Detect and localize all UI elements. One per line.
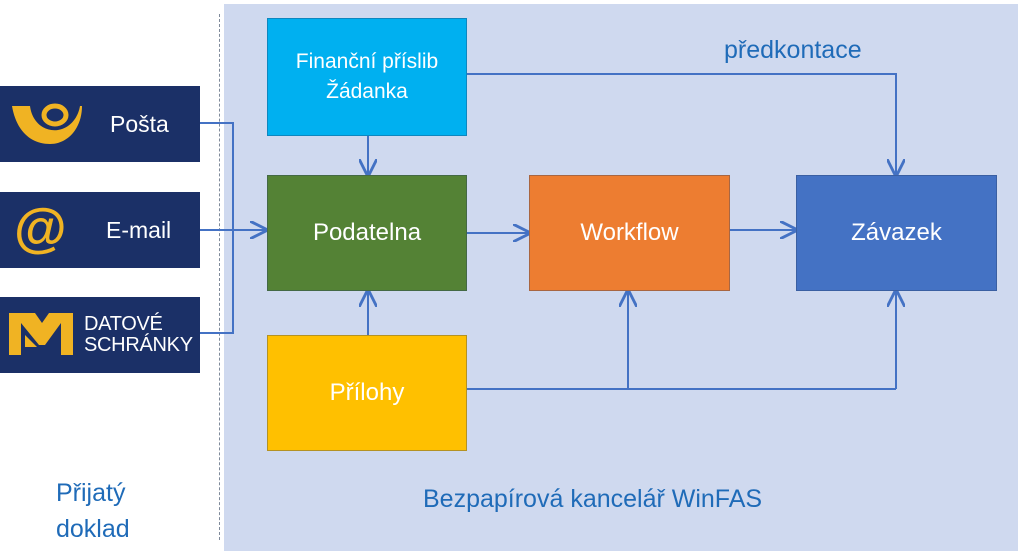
datove-schranky-label: DATOVÉ SCHRÁNKY [84, 314, 193, 356]
source-datove-schranky: DATOVÉ SCHRÁNKY [0, 297, 200, 373]
box-podatelna: Podatelna [267, 175, 467, 291]
post-horn-icon [12, 103, 82, 144]
source-posta-label: Pošta [110, 111, 169, 137]
section-divider [219, 14, 220, 540]
box-prilohy-label: Přílohy [329, 379, 405, 406]
system-caption: Bezpapírová kancelář WinFAS [423, 485, 763, 513]
source-posta: Pošta [0, 86, 200, 162]
received-document-label-line2: doklad [56, 515, 130, 543]
box-podatelna-label: Podatelna [312, 219, 422, 246]
box-financni-line2: Žádanka [326, 80, 408, 103]
source-email: @ E-mail [0, 192, 200, 268]
box-workflow: Workflow [529, 175, 730, 291]
box-financni-prislib: Finanční příslib Žádanka [267, 18, 467, 136]
datove-schranky-line2: SCHRÁNKY [84, 334, 193, 356]
predkontace-label: předkontace [724, 36, 862, 64]
box-zavazek: Závazek [796, 175, 997, 291]
box-financni-line1: Finanční příslib [295, 50, 439, 73]
received-document-label-line1: Přijatý [56, 479, 126, 507]
at-sign-icon: @ [14, 198, 67, 258]
datove-schranky-line1: DATOVÉ [84, 313, 163, 335]
source-email-label: E-mail [106, 217, 172, 243]
box-prilohy: Přílohy [267, 335, 467, 451]
box-zavazek-label: Závazek [851, 219, 942, 246]
box-workflow-label: Workflow [580, 219, 679, 246]
datove-schranky-logo [9, 313, 73, 355]
